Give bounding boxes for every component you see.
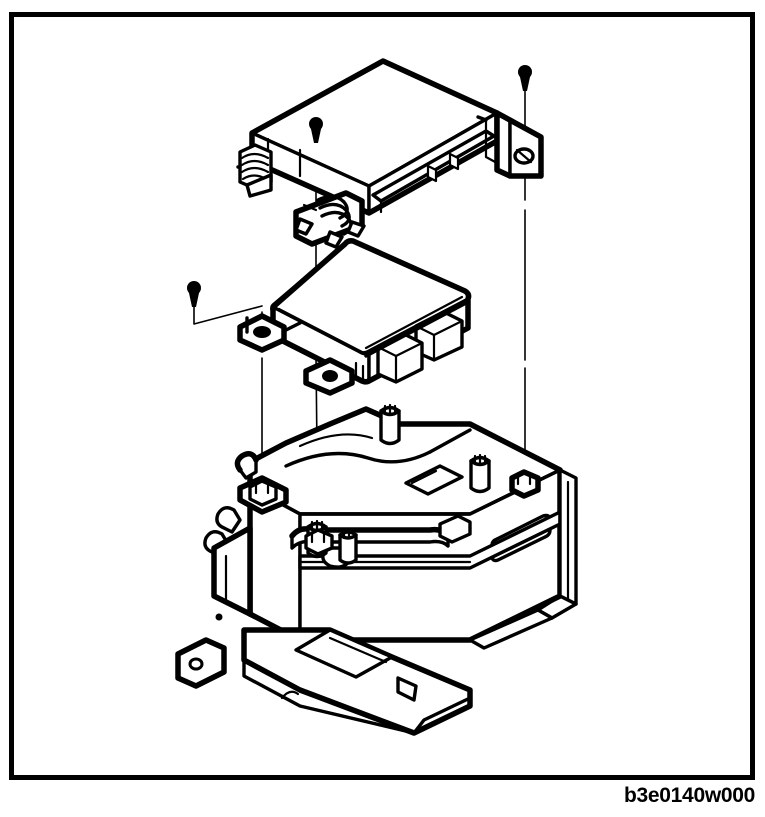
- boss-left-front: [338, 527, 358, 565]
- spring-clip: [293, 190, 366, 249]
- tray-deck-step: [428, 428, 472, 454]
- mounting-bosses: [306, 403, 491, 565]
- screw-seat-left: [248, 479, 278, 507]
- tray-left-tab-hole: [188, 657, 204, 671]
- cover-mounting-flange: [476, 110, 544, 179]
- tray-base-right-return: [412, 696, 472, 735]
- ecu-lid-seam-2: [364, 295, 464, 350]
- cover-flange-tab-b: [448, 152, 460, 171]
- control-module-part: [237, 238, 472, 396]
- ecu-front-mounting-ear: [303, 357, 355, 396]
- screw-seat-center: [304, 528, 334, 556]
- tray-base-tab: [396, 676, 418, 702]
- tray-deck-rib-1: [284, 450, 432, 468]
- tray-base-lip: [242, 658, 416, 735]
- upper-cover-part: [236, 58, 544, 249]
- tray-base-outline: [241, 627, 473, 736]
- harness-connectors: [364, 300, 470, 384]
- ecu-lid-seam: [277, 307, 364, 354]
- screw-left: [187, 281, 201, 307]
- figure-caption: b3e0140w000: [624, 784, 755, 807]
- screw-seats: [248, 469, 541, 556]
- tray-right-lower-fold: [468, 608, 554, 650]
- tray-left-bracket-features: [175, 451, 289, 689]
- mounting-tray-part: [175, 403, 578, 736]
- figure-border: [9, 12, 755, 780]
- grommet-icon: [236, 143, 273, 198]
- cover-flange-tab-a: [426, 164, 438, 183]
- cover-rear-flange: [371, 129, 496, 203]
- tray-deck-slot: [404, 464, 464, 496]
- fasteners: [187, 65, 532, 307]
- boss-rear-center: [379, 403, 401, 446]
- screw-top-center: [309, 117, 323, 143]
- boss-right-deck: [469, 453, 491, 494]
- tray-deck-rib-2: [298, 433, 374, 448]
- ecu-left-mounting-ear: [237, 313, 302, 353]
- screw-top-right: [518, 65, 532, 91]
